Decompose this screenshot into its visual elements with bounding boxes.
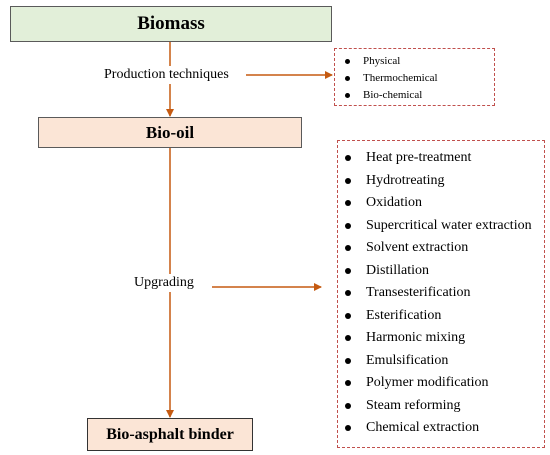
list-item: Hydrotreating bbox=[344, 171, 532, 194]
production-techniques-list: Physical Thermochemical Bio-chemical bbox=[345, 53, 438, 104]
list-item: Physical bbox=[345, 53, 438, 70]
upgrading-label: Upgrading bbox=[131, 274, 197, 292]
production-techniques-box: Physical Thermochemical Bio-chemical bbox=[334, 48, 495, 106]
list-item: Transesterification bbox=[344, 283, 532, 306]
list-item: Polymer modification bbox=[344, 373, 532, 396]
production-techniques-label: Production techniques bbox=[101, 66, 232, 84]
list-item: Distillation bbox=[344, 261, 532, 284]
biomass-node: Biomass bbox=[10, 6, 332, 42]
bio-asphalt-binder-node: Bio-asphalt binder bbox=[87, 418, 253, 451]
list-item: Chemical extraction bbox=[344, 418, 532, 441]
biomass-label: Biomass bbox=[137, 13, 205, 34]
upgrading-methods-list: Heat pre-treatment Hydrotreating Oxidati… bbox=[344, 148, 532, 441]
list-item: Bio-chemical bbox=[345, 87, 438, 104]
bio-oil-node: Bio-oil bbox=[38, 117, 302, 148]
list-item: Supercritical water extraction bbox=[344, 216, 532, 239]
bio-oil-label: Bio-oil bbox=[145, 122, 195, 142]
list-item: Steam reforming bbox=[344, 396, 532, 419]
list-item: Esterification bbox=[344, 306, 532, 329]
list-item: Thermochemical bbox=[345, 70, 438, 87]
list-item: Oxidation bbox=[344, 193, 532, 216]
bio-asphalt-binder-label: Bio-asphalt binder bbox=[106, 425, 234, 443]
list-item: Harmonic mixing bbox=[344, 328, 532, 351]
list-item: Solvent extraction bbox=[344, 238, 532, 261]
list-item: Heat pre-treatment bbox=[344, 148, 532, 171]
list-item: Emulsification bbox=[344, 351, 532, 374]
upgrading-methods-box: Heat pre-treatment Hydrotreating Oxidati… bbox=[337, 140, 545, 448]
